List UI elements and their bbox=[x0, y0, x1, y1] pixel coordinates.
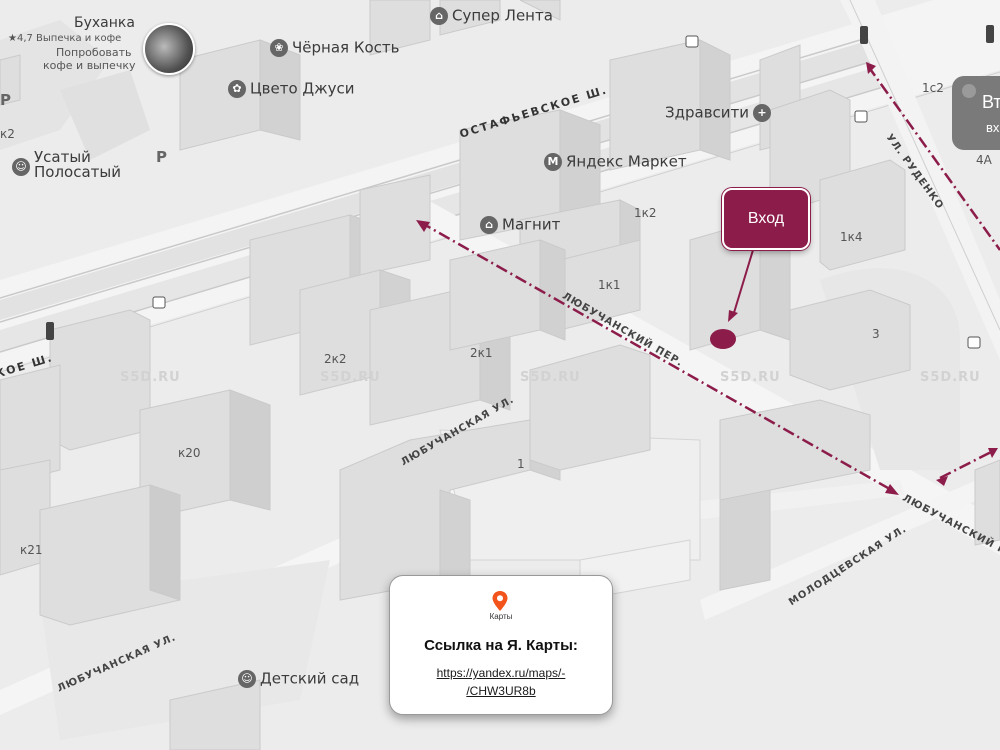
entrance-text: Вход bbox=[747, 210, 785, 227]
card-title: Ссылка на Я. Карты: bbox=[424, 637, 578, 654]
kindergarten-icon: ☺ bbox=[238, 670, 256, 688]
market-icon: M bbox=[544, 153, 562, 171]
poi-tsveto-jusi[interactable]: ✿Цвето Джуси bbox=[228, 80, 355, 98]
link-line: /CHW3UR8b bbox=[466, 684, 536, 698]
edge-box-line2: вх bbox=[986, 120, 1000, 135]
poi-label: Цвето Джуси bbox=[250, 79, 355, 98]
building-number: 1 bbox=[517, 457, 525, 471]
location-pin-icon bbox=[492, 591, 508, 611]
poi-label: Чёрная Кость bbox=[292, 38, 400, 57]
entrance-label: Вход bbox=[722, 188, 810, 250]
yandex-maps-link[interactable]: https://yandex.ru/maps/- /CHW3UR8b bbox=[390, 664, 612, 700]
poi-zdravsiti[interactable]: Здравсити+ bbox=[665, 104, 775, 122]
pet-shop-icon: ❀ bbox=[270, 39, 288, 57]
building-number: к2 bbox=[0, 127, 15, 141]
building-number: 1с2 bbox=[922, 81, 944, 95]
poi-label: Здравсити bbox=[665, 103, 750, 122]
poi-detsky-sad[interactable]: ☺Детский сад bbox=[238, 670, 359, 688]
yandex-maps-link-card: Карты Ссылка на Я. Карты: https://yandex… bbox=[389, 575, 613, 715]
app-name: Карты bbox=[489, 612, 513, 621]
poi-chernaya-kost[interactable]: ❀Чёрная Кость bbox=[270, 39, 399, 57]
circle-icon bbox=[962, 84, 976, 98]
poi-bukhanka-promo: кофе и выпечку bbox=[43, 59, 136, 72]
bukhanka-photo[interactable] bbox=[143, 23, 195, 75]
building-number: 3 bbox=[872, 327, 880, 341]
building-number: 2к2 bbox=[324, 352, 347, 366]
watermark: S5D.RU bbox=[520, 370, 581, 385]
parking-icon: P bbox=[0, 91, 11, 109]
building-number: к20 bbox=[178, 446, 201, 460]
grocery-icon: ⌂ bbox=[480, 216, 498, 234]
poi-magnit[interactable]: ⌂Магнит bbox=[480, 216, 560, 234]
cat-cafe-icon: ☺ bbox=[12, 158, 30, 176]
building-number: 1к2 bbox=[634, 206, 657, 220]
cosmetics-icon: ✿ bbox=[228, 80, 246, 98]
poi-bukhanka-promo: Попробовать bbox=[56, 46, 132, 59]
edge-info-box: Вт вх bbox=[952, 76, 1000, 150]
poi-label: Магнит bbox=[502, 215, 561, 234]
watermark: S5D.RU bbox=[120, 370, 181, 385]
watermark: S5D.RU bbox=[720, 370, 781, 385]
poi-bukhanka[interactable]: Буханка bbox=[74, 15, 135, 31]
poi-label: Супер Лента bbox=[452, 6, 553, 25]
watermark: S5D.RU bbox=[320, 370, 381, 385]
poi-label: Усатый bbox=[34, 148, 91, 166]
edge-box-line1: Вт bbox=[982, 92, 1000, 112]
building-number: 2к1 bbox=[470, 346, 493, 360]
pharmacy-icon: + bbox=[753, 104, 772, 122]
poi-label: Детский сад bbox=[260, 669, 360, 688]
building-number: 1к4 bbox=[840, 230, 863, 244]
poi-bukhanka-rating: ★4,7 Выпечка и кофе bbox=[8, 33, 122, 44]
poi-super-lenta[interactable]: ⌂Супер Лента bbox=[430, 7, 553, 25]
building-number: 1к1 bbox=[598, 278, 621, 292]
poi-label: Яндекс Маркет bbox=[566, 152, 687, 171]
link-line: https://yandex.ru/maps/- bbox=[436, 666, 566, 680]
grocery-icon: ⌂ bbox=[430, 7, 448, 25]
building-number: 4А bbox=[976, 153, 992, 167]
poi-label: Полосатый bbox=[34, 163, 121, 181]
watermark: S5D.RU bbox=[920, 370, 981, 385]
building-number: к21 bbox=[20, 543, 43, 557]
parking-icon: P bbox=[156, 148, 167, 166]
